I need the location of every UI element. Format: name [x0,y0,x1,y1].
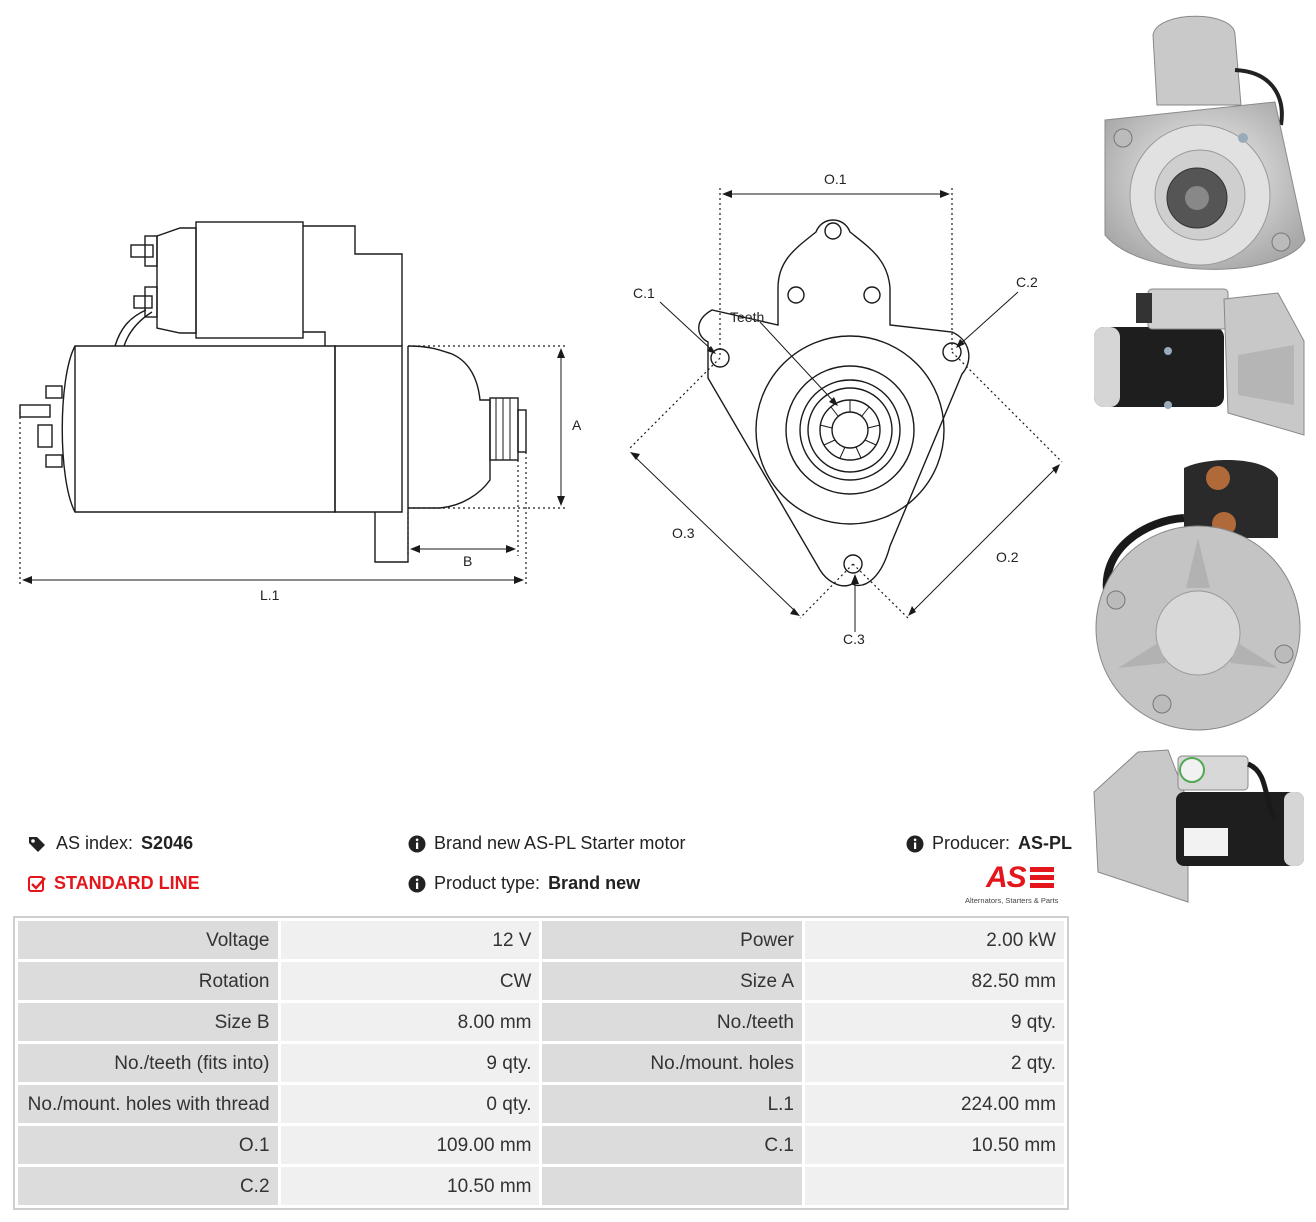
producer-value: AS-PL [1018,833,1073,853]
spec-label [539,1164,805,1208]
spec-label: Rotation [15,959,281,1003]
spec-label: Size B [15,1000,281,1044]
description-text: Brand new AS-PL Starter motor [434,833,686,853]
spec-label: Voltage [15,918,281,962]
logo-stripes [1030,867,1054,888]
nose-housing [407,345,491,509]
shaft-end [517,409,527,453]
spec-label: Power [539,918,805,962]
flange-ring [755,335,945,525]
spec-value: 10.50 mm [802,1123,1067,1167]
pinion-gear [489,397,519,461]
as-index-label: AS index: [56,833,134,853]
spec-label: No./mount. holes with thread [15,1082,281,1126]
solenoid-cap [156,227,197,334]
spec-value: 10.50 mm [277,1164,543,1208]
drive-flange [374,346,409,563]
spec-value [802,1164,1067,1208]
spec-label: No./teeth (fits into) [15,1041,281,1085]
standard-line-label: STANDARD LINE [54,873,200,893]
spec-label: L.1 [539,1082,805,1126]
as-logo: AS Alternators, Starters & Parts [965,861,1059,906]
label-c3: C.3 [843,631,865,647]
spec-row: No./teeth (fits into)9 qty.No./mount. ho… [15,1041,1067,1085]
spec-label: C.2 [15,1164,281,1208]
spec-value: 8.00 mm [277,1000,543,1044]
spec-label: C.1 [539,1123,805,1167]
spec-value: 0 qty. [277,1082,543,1126]
spec-value: 9 qty. [277,1041,543,1085]
spec-label: Size A [539,959,805,1003]
as-index-row: AS index: S2046 [28,833,193,854]
terminal-stud [133,295,153,309]
spec-value: 2 qty. [802,1041,1067,1085]
flange-outline [698,219,970,587]
spec-label: No./mount. holes [539,1041,805,1085]
dim-o1-label: O.1 [824,171,847,187]
dim-l1-label: L.1 [260,587,280,603]
drive-housing-top [303,225,403,346]
tags-icon [29,836,45,852]
product-photo-rear [1095,459,1301,731]
front-view-drawing: O.1 O.3 O.2 C.1 C.2 C.3 Teeth [627,171,1063,647]
solenoid-body [195,221,304,339]
leader-c2 [957,291,1019,347]
info-icon [906,835,924,852]
spec-value: 9 qty. [802,1000,1067,1044]
label-c1: C.1 [633,285,655,301]
dim-o2-label: O.2 [996,549,1019,565]
dim-o3-label: O.3 [672,525,695,541]
dim-b-label: B [463,553,472,569]
product-photo-front [1104,15,1306,270]
spec-value: 224.00 mm [802,1082,1067,1126]
product-type-row: Product type: Brand new [408,873,640,894]
dim-o2-line [911,467,1057,613]
product-photo-side [1094,288,1305,436]
leader-teeth [759,321,837,405]
product-type-value: Brand new [548,873,641,893]
as-index-value: S2046 [141,833,194,853]
info-icon [408,875,426,892]
terminal-nut [144,235,158,267]
product-type-label: Product type: [434,873,541,893]
spec-value: CW [277,959,543,1003]
mount-hole-c3 [843,554,863,574]
motor-body [61,345,336,513]
description-row: Brand new AS-PL Starter motor [408,833,685,854]
spec-value: 12 V [277,918,543,962]
spec-label: O.1 [15,1123,281,1167]
rear-stud [19,404,51,418]
terminal-stud [130,244,154,258]
label-teeth: Teeth [730,309,764,325]
product-photo-labeled [1093,749,1304,903]
dim-o3-line [633,455,797,613]
spec-value: 82.50 mm [802,959,1067,1003]
dim-a-label: A [572,417,582,433]
producer-row: Producer: AS-PL [906,833,1072,854]
line-row: STANDARD LINE [28,873,200,894]
wire [114,309,147,347]
side-view-drawing: A B L.1 [19,221,582,603]
producer-label: Producer: [932,833,1011,853]
spec-label: No./teeth [539,1000,805,1044]
teeth-marks [819,400,881,459]
spec-value: 2.00 kW [802,918,1067,962]
check-square-icon [28,875,46,892]
info-icon [408,835,426,852]
leader-c1 [659,301,715,353]
spec-value: 109.00 mm [277,1123,543,1167]
label-c2: C.2 [1016,274,1038,290]
